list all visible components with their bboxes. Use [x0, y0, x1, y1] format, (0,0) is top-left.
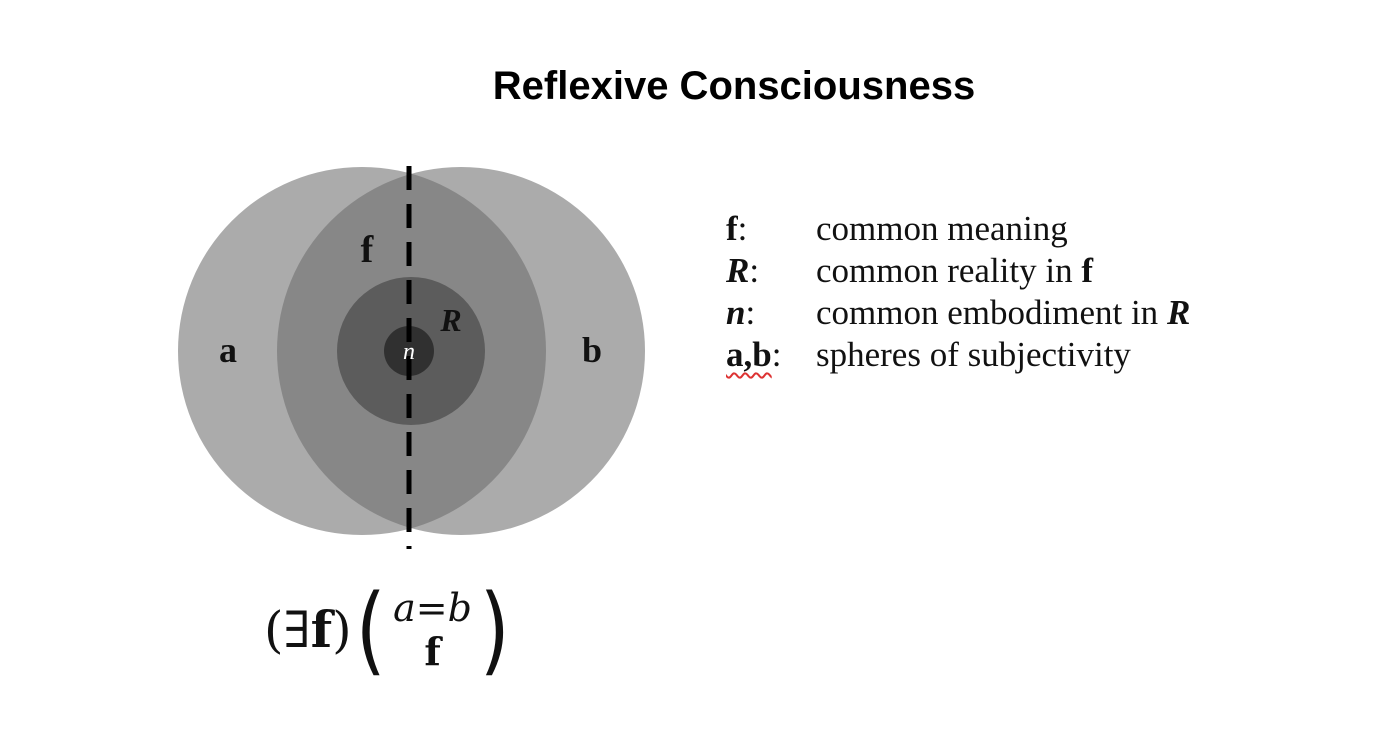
legend-colon: : [737, 209, 748, 248]
legend-description: common embodiment in R [816, 292, 1190, 334]
legend-colon: : [771, 335, 782, 374]
legend-colon: : [749, 251, 760, 290]
legend: f: common meaning R: common reality in f… [726, 208, 1190, 376]
legend-desc-text: spheres of subjectivity [816, 335, 1131, 374]
legend-row-R: R: common reality in f [726, 250, 1190, 292]
legend-row-n: n: common embodiment in R [726, 292, 1190, 334]
label-f: f [361, 229, 375, 271]
common-embodiment-circle-n [384, 326, 434, 376]
label-b: b [582, 330, 602, 370]
big-close-paren: ) [479, 574, 510, 686]
legend-symbol-R: R [726, 251, 750, 290]
legend-row-ab: a,b: spheres of subjectivity [726, 334, 1190, 376]
stack-top-a-equals-b: a=b [393, 586, 472, 630]
legend-row-f: f: common meaning [726, 208, 1190, 250]
legend-desc-symbol-R: R [1166, 293, 1191, 332]
legend-description: common meaning [816, 208, 1068, 250]
legend-symbol-ab: a,b [726, 335, 772, 374]
big-open-paren: ( [355, 574, 386, 686]
legend-desc-text: common embodiment in [816, 293, 1167, 332]
label-n: n [403, 339, 415, 365]
legend-colon: : [745, 293, 756, 332]
quantified-variable-f: f [310, 600, 333, 659]
stack-bottom-f: f [424, 629, 441, 674]
label-a: a [219, 330, 237, 370]
legend-desc-text: common meaning [816, 209, 1068, 248]
legend-key: R: [726, 250, 816, 292]
legend-key: f: [726, 208, 816, 250]
legend-key: a,b: [726, 334, 816, 376]
label-R: R [439, 302, 461, 338]
legend-description: spheres of subjectivity [816, 334, 1131, 376]
close-paren: ) [332, 601, 352, 659]
existential-quantifier: (∃f) [264, 600, 352, 659]
legend-symbol-n: n [726, 293, 746, 332]
formula: (∃f) ( a=b f ) [264, 580, 513, 680]
legend-desc-text: common reality in [816, 251, 1082, 290]
open-paren: ( [264, 601, 284, 659]
stacked-expression: a=b f [393, 586, 472, 674]
exists-symbol: ∃ [283, 601, 311, 659]
legend-key: n: [726, 292, 816, 334]
legend-description: common reality in f [816, 250, 1093, 292]
legend-symbol-f: f [726, 209, 738, 248]
legend-desc-symbol-f: f [1081, 251, 1094, 290]
page-title: Reflexive Consciousness [492, 64, 976, 108]
